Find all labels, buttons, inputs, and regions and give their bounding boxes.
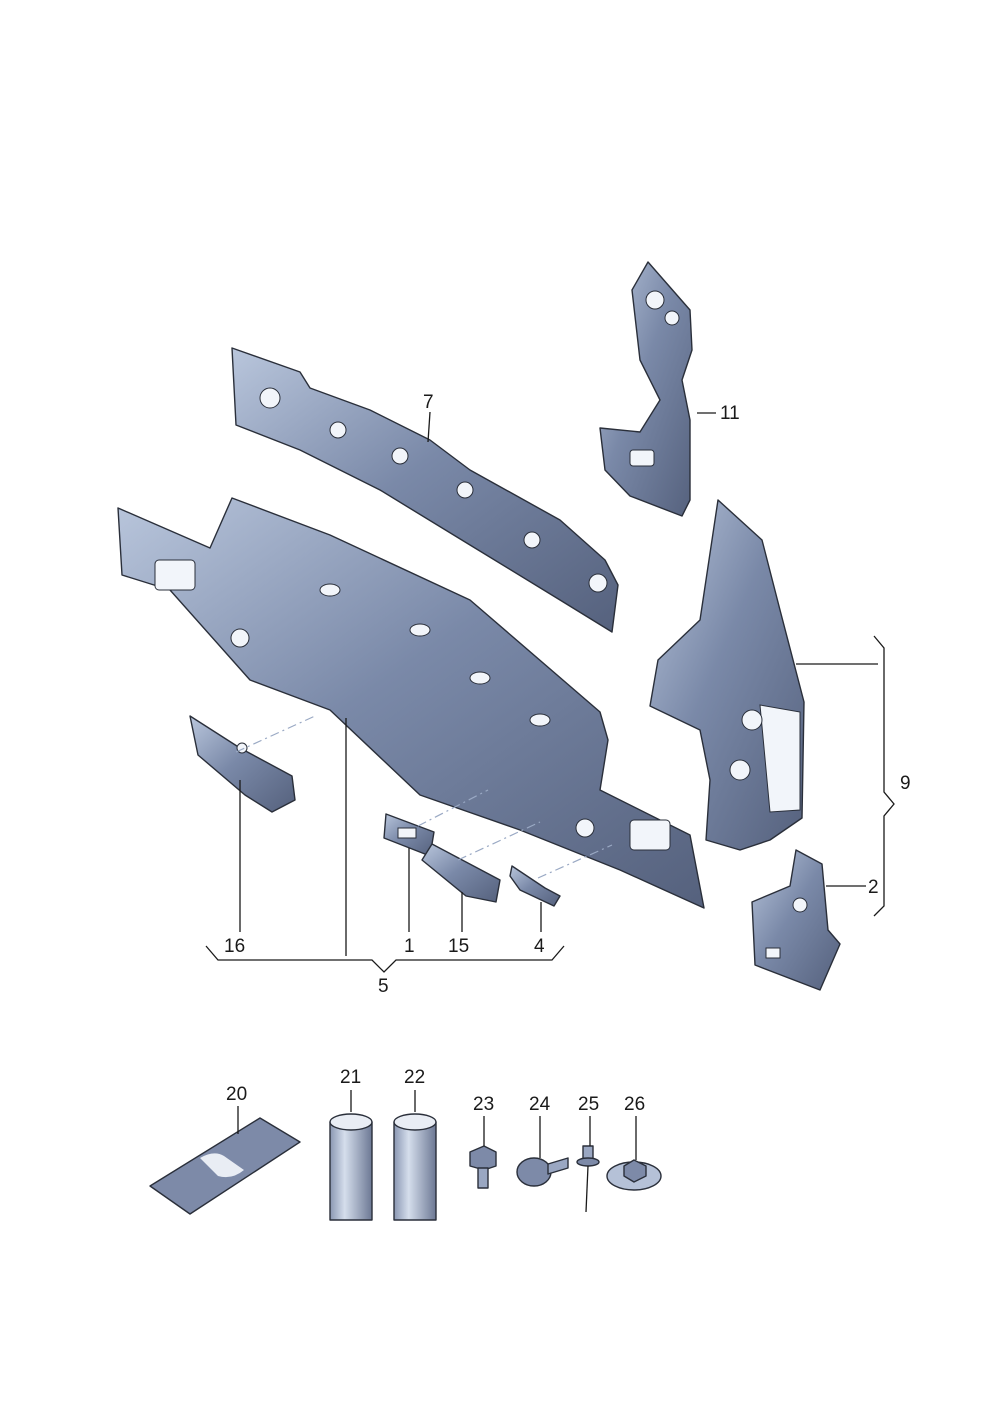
label-11: 11 <box>720 403 740 424</box>
assembly-lines <box>235 715 613 879</box>
label-16: 16 <box>224 936 245 957</box>
part-26-nut <box>606 1159 662 1191</box>
part-16-bracket <box>189 715 296 813</box>
label-23: 23 <box>473 1094 494 1115</box>
part-15-plate <box>421 843 501 903</box>
label-2: 2 <box>868 877 879 898</box>
label-24: 24 <box>529 1094 551 1115</box>
part-2-bracket <box>751 849 841 991</box>
leader-lines <box>239 411 878 956</box>
label-4: 4 <box>534 936 545 957</box>
label-5: 5 <box>378 976 389 997</box>
part-11-side-bracket <box>599 261 693 517</box>
label-9: 9 <box>900 773 911 794</box>
part-5-rear-panel <box>117 497 705 909</box>
label-1: 1 <box>404 936 415 957</box>
lower-leader-lines <box>237 1090 637 1160</box>
label-15: 15 <box>448 936 469 957</box>
label-22: 22 <box>404 1067 425 1088</box>
label-25: 25 <box>578 1094 599 1115</box>
part-22-cylinder <box>393 1113 437 1221</box>
part-4-clip <box>509 865 561 907</box>
label-7: 7 <box>423 392 434 413</box>
part-21-cylinder <box>329 1113 373 1221</box>
brace-5 <box>205 945 565 973</box>
part-20-tape <box>149 1117 301 1215</box>
part-7-cross-member <box>231 347 619 633</box>
part-23-bolt <box>469 1145 497 1189</box>
part-25-rivet <box>576 1145 600 1213</box>
label-20: 20 <box>226 1084 247 1105</box>
part-24-screw <box>516 1157 569 1187</box>
brace-9 <box>873 635 895 917</box>
label-21: 21 <box>340 1067 361 1088</box>
part-9-side-panel <box>649 499 805 851</box>
label-26: 26 <box>624 1094 645 1115</box>
